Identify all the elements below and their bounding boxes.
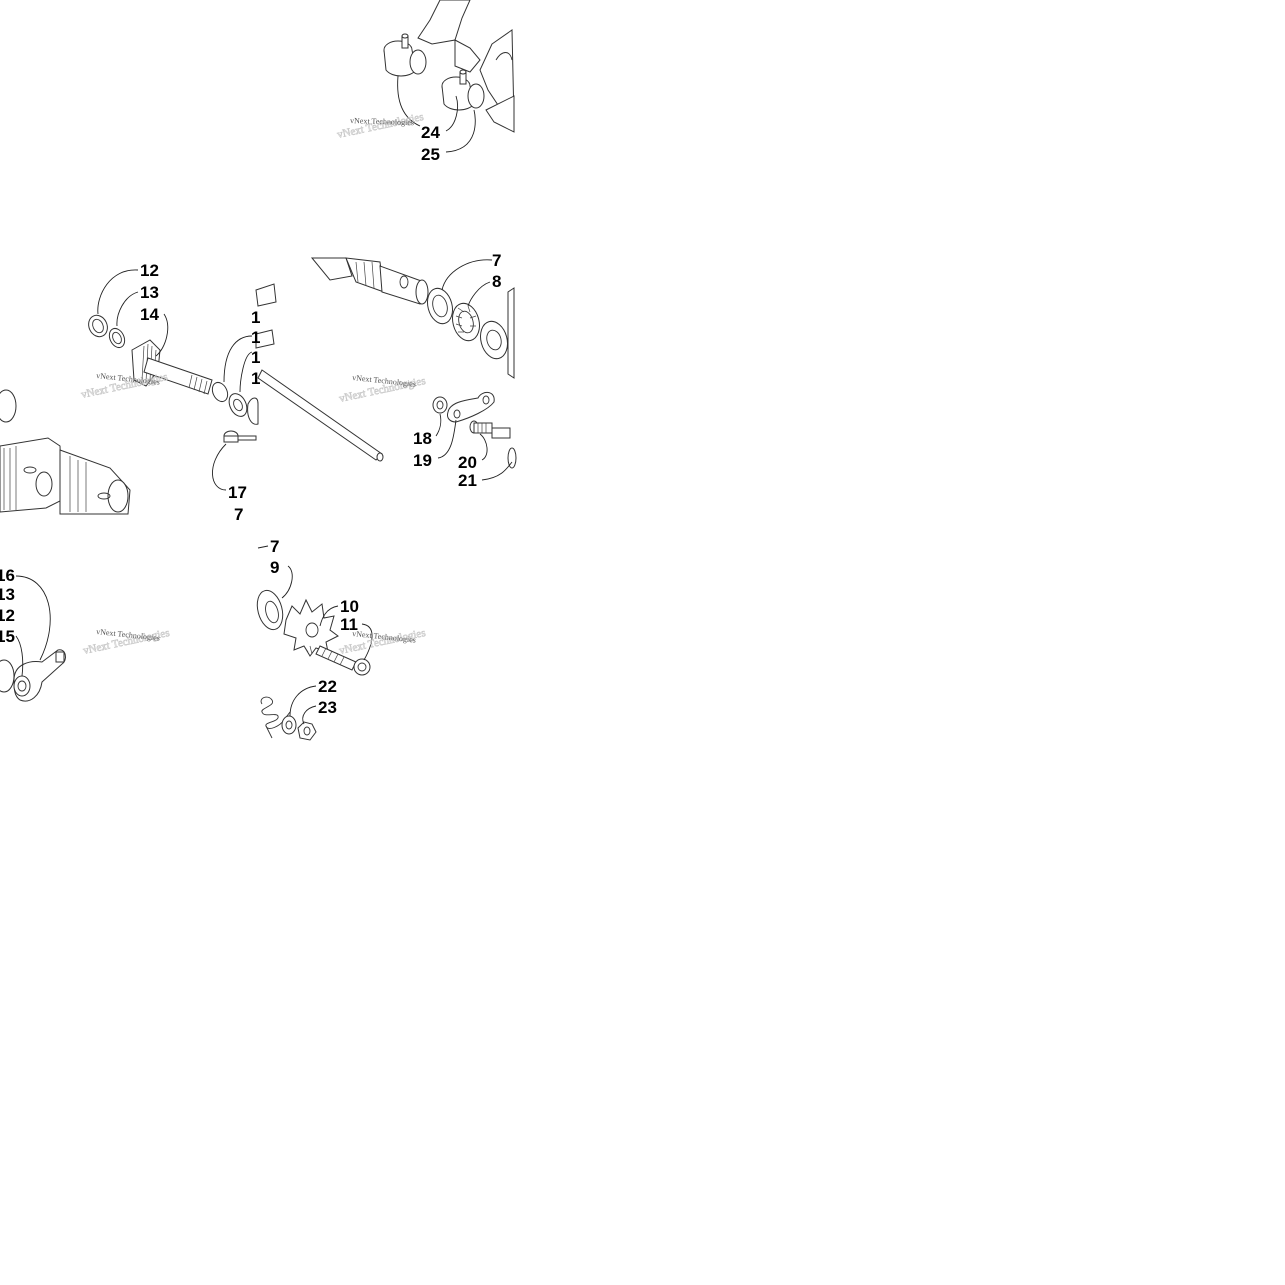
callout-8: 8 — [492, 272, 501, 291]
leader-24 — [445, 95, 458, 132]
leader-7c — [257, 545, 269, 549]
output-shaft-assembly — [257, 257, 517, 469]
callout-21: 21 — [458, 471, 477, 490]
leader-1c — [223, 335, 253, 383]
callout-7c: 7 — [270, 537, 279, 556]
leader-9 — [281, 565, 293, 599]
leader-17 — [212, 443, 227, 491]
callout-7b: 7 — [234, 505, 243, 524]
callout-17: 17 — [228, 483, 247, 502]
callout-18: 18 — [413, 429, 432, 448]
leader-7a — [441, 259, 493, 291]
leader-16 — [15, 575, 51, 661]
leader-22 — [289, 685, 317, 717]
callout-10: 10 — [340, 597, 359, 616]
leader-1d — [239, 351, 253, 393]
callout-12a: 12 — [140, 261, 159, 280]
callout-14: 14 — [140, 305, 159, 324]
callout-11: 11 — [340, 615, 358, 634]
callout-23: 23 — [318, 698, 337, 717]
shift-shaft-assembly — [0, 283, 277, 515]
callout-16: 16 — [0, 566, 15, 585]
leader-25 — [445, 109, 476, 153]
stopper-gear-assembly — [256, 589, 371, 741]
leader-20 — [479, 433, 488, 461]
leader-19 — [437, 419, 457, 459]
watermark: vNext Technologies — [350, 116, 414, 127]
leader-21 — [481, 461, 513, 481]
callout-13a: 13 — [140, 283, 159, 302]
leader-18 — [435, 413, 442, 437]
callout-1c: 1 — [251, 348, 260, 367]
leader-14 — [155, 313, 169, 357]
callout-1a: 1 — [251, 308, 260, 327]
callout-1d: 1 — [251, 369, 260, 388]
callout-9: 9 — [270, 558, 279, 577]
callout-1b: 1 — [251, 328, 260, 347]
leader-13a — [116, 291, 139, 327]
callout-12b: 12 — [0, 606, 15, 625]
leader-15 — [15, 635, 24, 677]
callout-7a: 7 — [492, 251, 501, 270]
leader-12a — [97, 269, 139, 315]
callout-15: 15 — [0, 627, 15, 646]
shift-fork-assembly — [383, 0, 515, 133]
callout-25: 25 — [421, 145, 440, 164]
callout-20: 20 — [458, 453, 477, 472]
leader-24b — [397, 75, 421, 127]
leader-8 — [467, 281, 491, 307]
leader-23 — [302, 705, 317, 725]
callout-19: 19 — [413, 451, 432, 470]
callout-24: 24 — [421, 123, 440, 142]
leader-10 — [319, 605, 339, 627]
shift-arm-assembly — [0, 649, 66, 702]
callout-22: 22 — [318, 677, 337, 696]
callout-13b: 13 — [0, 585, 15, 604]
leader-11 — [361, 623, 373, 661]
